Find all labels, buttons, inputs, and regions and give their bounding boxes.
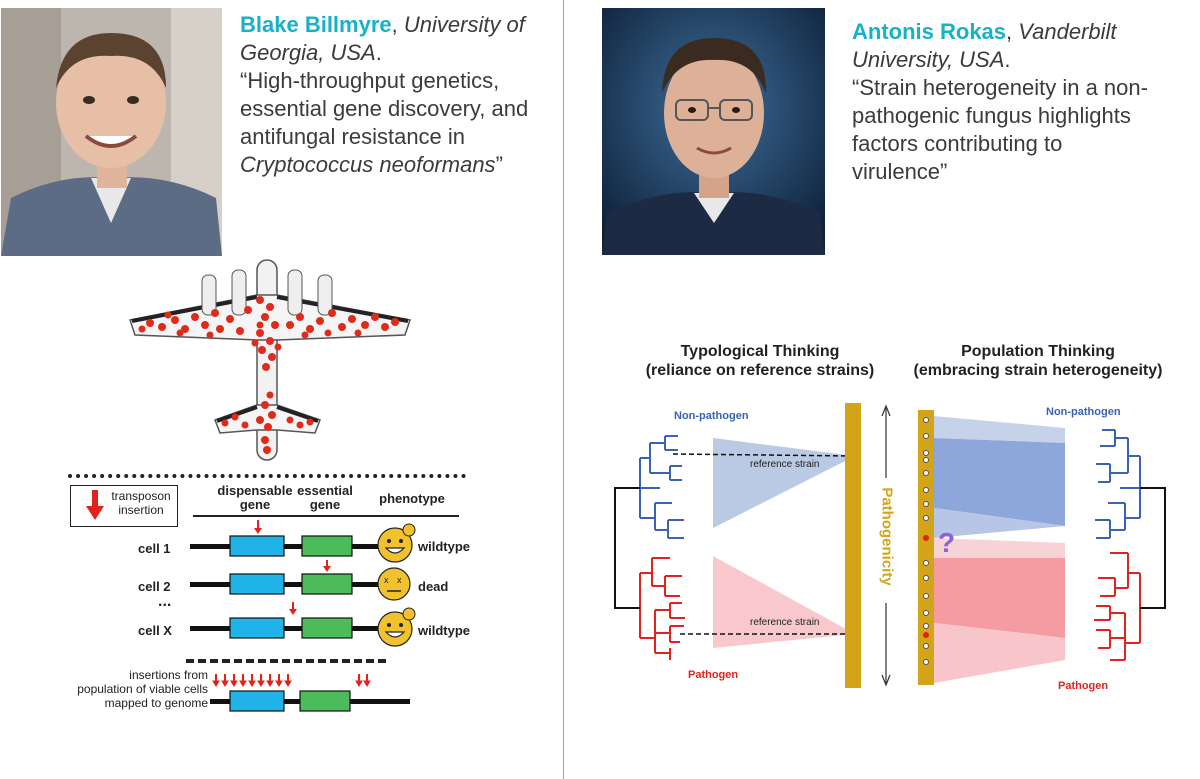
insertions-label: insertions from population of viable cel… — [77, 668, 208, 710]
speaker-photo-billmyre — [1, 8, 222, 256]
row-2-cell-label: cell 2 — [138, 579, 171, 594]
pathogen-cone — [713, 556, 855, 648]
non-pathogen-tree-right — [1095, 429, 1141, 539]
population-title-main: Population Thinking — [961, 343, 1115, 360]
speaker-affiliation: University of Georgia, USA — [240, 12, 525, 65]
typological-title: Typological Thinking (reliance on refere… — [615, 342, 905, 380]
typological-title-sub: (reliance on reference strains) — [645, 362, 875, 379]
reference-strain-label-top: reference strain — [750, 459, 820, 470]
non-pathogen-label-right: Non-pathogen — [1046, 406, 1121, 418]
population-title: Population Thinking (embracing strain he… — [893, 342, 1183, 380]
pathogenicity-bar-left — [845, 403, 861, 688]
svg-text:x: x — [384, 575, 389, 585]
red-arrow-icon — [86, 490, 104, 520]
row-3-genome — [190, 602, 390, 639]
dotted-separator — [68, 474, 466, 478]
airplane-diagram — [129, 259, 411, 461]
speaker-name: Antonis Rokas — [852, 19, 1007, 44]
col-phenotype: phenotype — [379, 491, 445, 506]
reference-line-top — [672, 453, 856, 457]
reference-strain-label-bottom: reference strain — [750, 617, 820, 628]
row-1-phenotype: wildtype — [418, 539, 471, 554]
ellipsis: ... — [158, 593, 172, 610]
non-pathogen-cone — [713, 438, 855, 528]
talk-title: “High-throughput genetics, essential gen… — [240, 68, 529, 149]
row-3-cell-label: cell X — [138, 623, 172, 638]
pathogenicity-axis-label: Pathogenicity — [878, 487, 896, 586]
insertion-arrows — [212, 674, 371, 687]
dashed-separator — [186, 659, 386, 663]
pathogen-label-right: Pathogen — [1058, 680, 1109, 692]
row-1-genome — [190, 520, 390, 557]
col-dispensable-gene: dispensable gene — [217, 483, 293, 512]
smiley-face-icon — [377, 607, 416, 647]
pathogen-tree-left — [639, 557, 685, 660]
typological-title-main: Typological Thinking — [680, 343, 840, 360]
speaker-affiliation: Vanderbilt University, USA — [852, 19, 1117, 72]
population-thinking-diagram — [614, 403, 1166, 688]
bullet-holes — [138, 296, 399, 454]
talk-title: “Strain heterogeneity in a non-pathogeni… — [852, 75, 1148, 184]
transposon-legend-label: transposon insertion — [111, 489, 171, 517]
panel-divider — [563, 0, 564, 779]
population-title-sub: (embracing strain heterogeneity) — [913, 362, 1163, 379]
speaker-bio-billmyre: Blake Billmyre, University of Georgia, U… — [240, 12, 529, 177]
smiley-face-icon — [377, 523, 416, 563]
speaker-bio-rokas: Antonis Rokas, Vanderbilt University, US… — [852, 19, 1148, 184]
gene-rows-diagram — [190, 520, 390, 639]
row-2-genome — [190, 560, 390, 595]
talk-title-end: ” — [495, 152, 503, 177]
pathogenicity-bar-right — [918, 410, 934, 685]
pathogen-tree-right — [1094, 552, 1141, 661]
question-mark-icon: ? — [938, 527, 956, 558]
speaker-photo-rokas — [602, 8, 825, 255]
row-2-phenotype: dead — [418, 579, 449, 594]
col-essential-gene: essential gene — [297, 483, 353, 512]
non-pathogen-tree-left — [639, 435, 684, 539]
row-1-cell-label: cell 1 — [138, 541, 171, 556]
non-pathogen-label-left: Non-pathogen — [674, 410, 749, 422]
header-underline — [193, 515, 459, 517]
row-3-phenotype: wildtype — [418, 623, 471, 638]
speaker-name: Blake Billmyre — [240, 12, 392, 37]
strain-dots — [923, 417, 929, 665]
insertions-genome — [210, 674, 410, 712]
transposon-legend: transposon insertion — [70, 485, 178, 527]
pathogen-label-left: Pathogen — [688, 669, 739, 681]
talk-title-italic: Cryptococcus neoformans — [240, 152, 496, 177]
svg-text:x: x — [397, 575, 402, 585]
